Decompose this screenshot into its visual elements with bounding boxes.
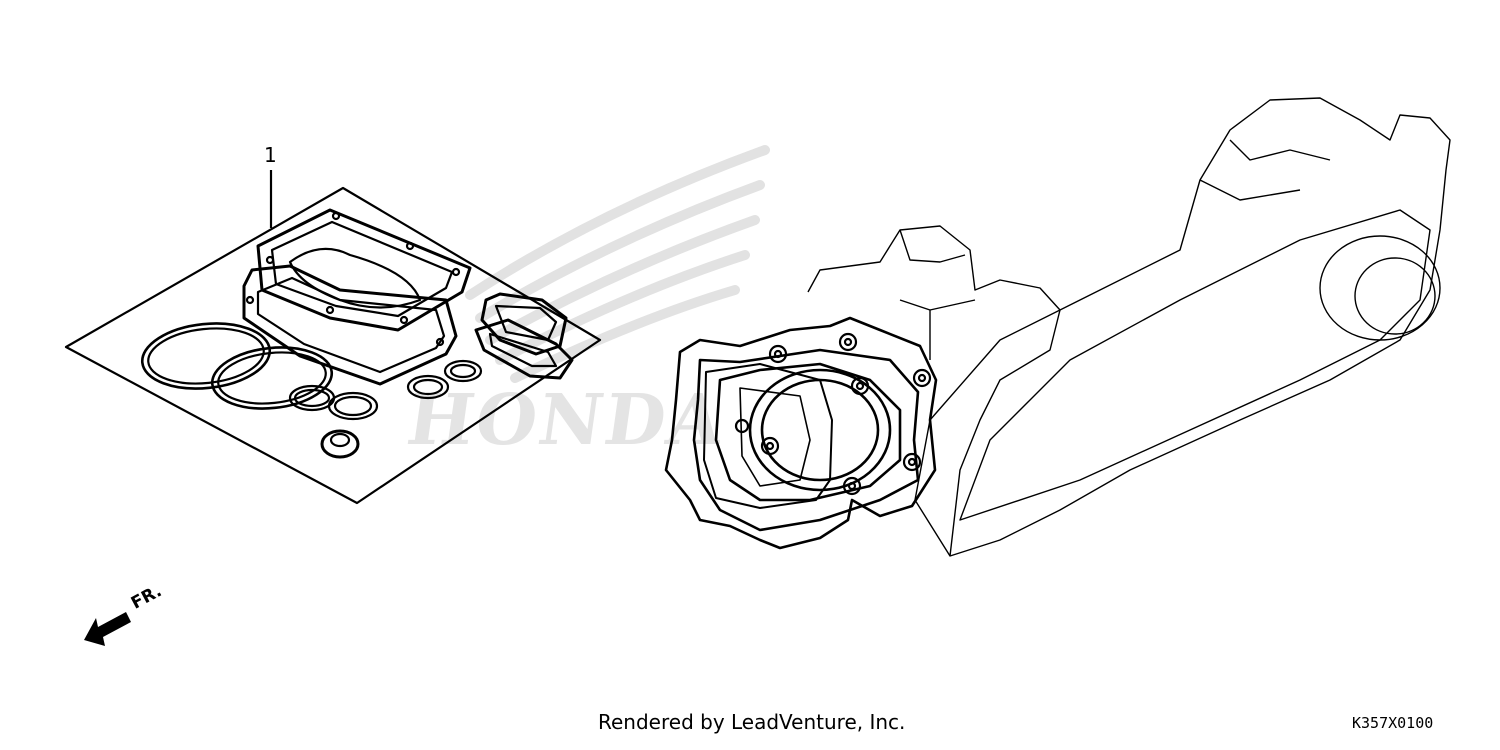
diagram-code: K357X0100 [1352,714,1434,732]
render-credit-text: Rendered by LeadVenture, Inc. [598,710,906,734]
callout-label-1[interactable]: 1 [264,143,277,167]
